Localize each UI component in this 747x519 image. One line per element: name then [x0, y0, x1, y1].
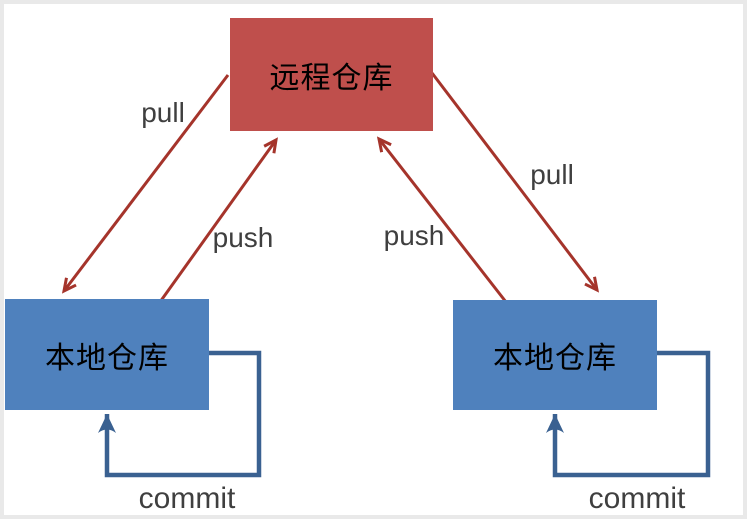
push-left-arrow	[158, 137, 278, 303]
remote-repo-node: 远程仓库	[230, 18, 433, 131]
commit-left-loop-arrow	[98, 350, 262, 478]
local-repo-left-node: 本地仓库	[5, 299, 209, 410]
pull-right-edge-label: pull	[530, 159, 574, 190]
commit-right-edge-label: commit	[588, 482, 686, 515]
local-repo-right-label: 本地仓库	[493, 342, 617, 375]
pull-left-edge-label: pull	[141, 97, 185, 128]
remote-repo-label: 远程仓库	[269, 61, 394, 95]
pull-right-arrow	[430, 72, 600, 293]
pull-left-arrow	[61, 74, 230, 294]
commit-left-edge-label: commit	[138, 482, 236, 515]
push-right-edge-label: push	[383, 220, 445, 251]
commit-right-loop-arrow	[546, 350, 711, 478]
local-repo-right-node: 本地仓库	[453, 300, 657, 410]
local-repo-left-label: 本地仓库	[45, 341, 169, 375]
push-right-arrow	[376, 136, 508, 303]
push-left-edge-label: push	[212, 222, 274, 253]
